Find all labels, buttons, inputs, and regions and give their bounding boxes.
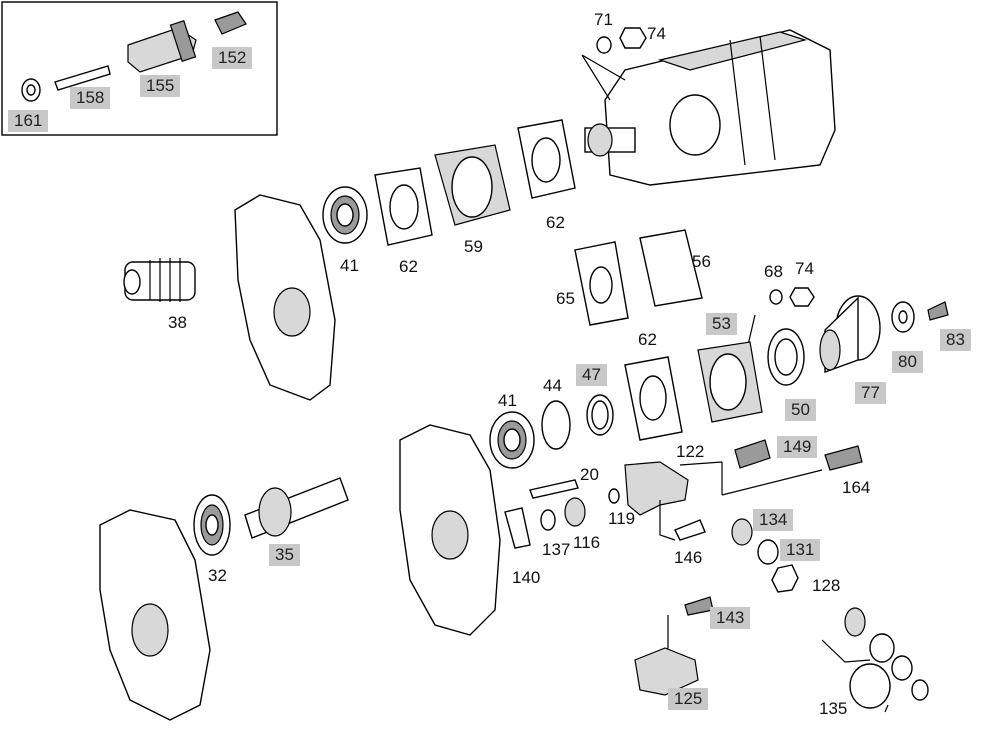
label-135[interactable]: 135 (819, 699, 848, 718)
part-116 (564, 497, 586, 527)
part-134 (731, 518, 753, 546)
label-128[interactable]: 128 (812, 576, 841, 595)
part-131 (757, 539, 779, 565)
label-134[interactable]: 134 (753, 509, 794, 531)
label-50[interactable]: 50 (785, 399, 816, 421)
part-56 (639, 229, 703, 307)
label-32[interactable]: 32 (208, 566, 227, 585)
label-122[interactable]: 122 (676, 442, 705, 461)
label-137[interactable]: 137 (542, 540, 571, 559)
label-77[interactable]: 77 (855, 382, 886, 404)
label-38[interactable]: 38 (168, 313, 187, 332)
label-56[interactable]: 56 (692, 252, 711, 271)
label-62-top-left[interactable]: 62 (399, 257, 418, 276)
part-32 (193, 494, 231, 556)
label-47[interactable]: 47 (576, 364, 607, 386)
label-161[interactable]: 161 (8, 110, 49, 132)
part-38 (123, 258, 196, 302)
label-59[interactable]: 59 (464, 237, 483, 256)
part-74b (789, 287, 815, 307)
label-62-middle[interactable]: 62 (638, 330, 657, 349)
label-62-top-right[interactable]: 62 (546, 213, 565, 232)
part-158 (54, 65, 111, 91)
label-119[interactable]: 119 (608, 509, 636, 528)
part-68 (769, 289, 783, 305)
part-140 (504, 507, 531, 549)
part-125 (634, 647, 699, 696)
part-pump-housing (584, 29, 836, 186)
part-83 (927, 301, 949, 321)
label-140[interactable]: 140 (512, 568, 541, 587)
part-149 (734, 439, 771, 469)
label-44[interactable]: 44 (543, 376, 562, 395)
part-20 (529, 479, 579, 499)
part-128 (771, 564, 799, 593)
part-119 (608, 488, 620, 504)
part-35 (244, 477, 349, 539)
label-83[interactable]: 83 (940, 329, 971, 351)
label-131[interactable]: 131 (780, 539, 821, 561)
label-74-top[interactable]: 74 (647, 24, 666, 43)
part-122 (624, 461, 689, 516)
part-164 (824, 445, 863, 471)
label-53[interactable]: 53 (706, 313, 737, 335)
inset-frame (1, 1, 278, 136)
part-housing-upper (234, 194, 336, 401)
label-143[interactable]: 143 (710, 607, 751, 629)
label-155[interactable]: 155 (140, 75, 181, 97)
part-44 (541, 400, 571, 450)
part-41a (322, 186, 368, 244)
label-20[interactable]: 20 (580, 465, 599, 484)
label-65[interactable]: 65 (556, 289, 575, 308)
part-77 (819, 295, 881, 373)
part-71 (596, 36, 612, 54)
part-housing-middle (399, 424, 501, 636)
part-135 (821, 607, 929, 713)
part-housing-lower (99, 509, 211, 721)
label-35[interactable]: 35 (269, 544, 300, 566)
label-146[interactable]: 146 (674, 548, 703, 567)
label-152[interactable]: 152 (212, 47, 253, 69)
label-68[interactable]: 68 (764, 262, 783, 281)
part-143 (684, 596, 714, 616)
label-116[interactable]: 116 (573, 533, 601, 552)
label-41-top[interactable]: 41 (340, 256, 359, 275)
part-41b (489, 411, 535, 469)
label-125[interactable]: 125 (668, 688, 709, 710)
part-137 (540, 509, 556, 531)
label-80[interactable]: 80 (892, 351, 923, 373)
label-164[interactable]: 164 (842, 478, 871, 497)
label-71[interactable]: 71 (594, 10, 613, 29)
part-146 (674, 519, 706, 541)
label-158[interactable]: 158 (70, 87, 111, 109)
label-74-right[interactable]: 74 (795, 259, 814, 278)
label-149[interactable]: 149 (777, 436, 818, 458)
part-74a (619, 27, 647, 49)
part-152 (214, 11, 247, 35)
label-41-middle[interactable]: 41 (498, 391, 517, 410)
